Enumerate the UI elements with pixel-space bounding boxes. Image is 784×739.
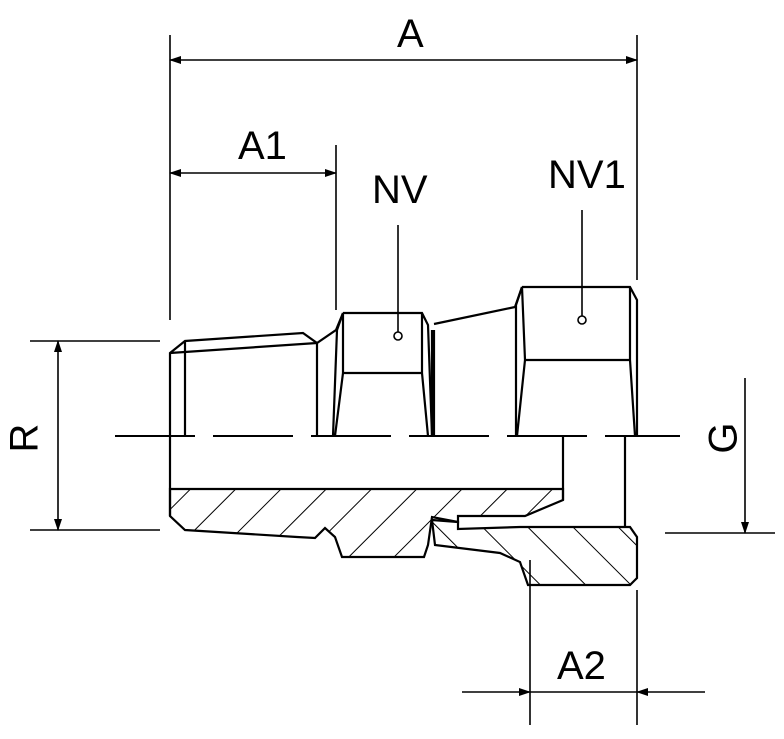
label-nv1: NV1 [548, 153, 626, 197]
label-a: A [397, 12, 424, 56]
fitting-section [168, 436, 639, 587]
fitting-exterior [168, 285, 639, 437]
label-g: G [701, 422, 746, 454]
label-nv: NV [372, 168, 428, 212]
label-a1: A1 [238, 124, 287, 168]
leader-nv1 [577, 210, 587, 325]
label-r: R [2, 423, 47, 453]
label-a2: A2 [557, 644, 606, 688]
extension-lines [30, 35, 775, 725]
nut-section-hatch [430, 518, 639, 587]
body-section-hatch [168, 487, 565, 559]
leader-nv [393, 225, 403, 341]
